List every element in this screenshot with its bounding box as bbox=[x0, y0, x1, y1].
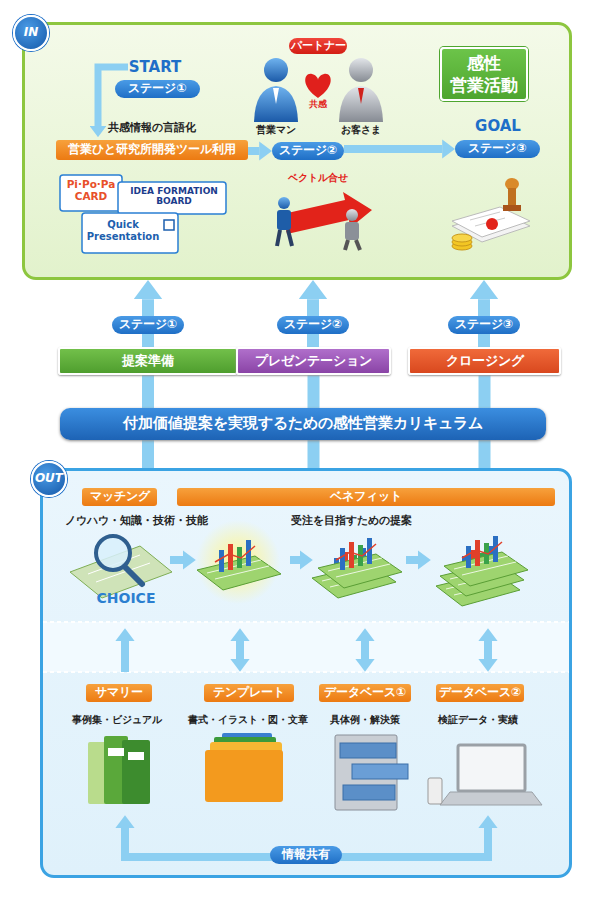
node-text: データベース① bbox=[324, 686, 406, 700]
node-text: データベース② bbox=[439, 686, 521, 700]
flow-arrow bbox=[478, 334, 490, 347]
node-text: ベネフィット bbox=[330, 490, 402, 504]
node-text: 提案準備 bbox=[122, 354, 174, 369]
text-label: 共感 bbox=[303, 99, 333, 109]
node-text: プレゼンテーション bbox=[255, 354, 372, 369]
stage-pill: ステージ② bbox=[272, 142, 344, 160]
category-bar: ベネフィット bbox=[177, 488, 555, 506]
node-text: マッチング bbox=[90, 490, 150, 504]
text-label: 具体例・解決策 bbox=[318, 714, 412, 726]
text-label: 書式・イラスト・図・文章 bbox=[180, 714, 316, 726]
node-text: ステージ② bbox=[284, 318, 342, 332]
goal-box: 感性 営業活動 bbox=[440, 47, 528, 101]
zone-badge: IN bbox=[13, 15, 49, 51]
stage-pill: ステージ③ bbox=[455, 140, 540, 158]
phase-band: クロージング bbox=[408, 347, 561, 375]
category-bar: データベース② bbox=[436, 684, 524, 702]
text-label: 共感情報の言語化 bbox=[92, 122, 212, 135]
category-bar: サマリー bbox=[86, 684, 152, 702]
zone-label: IN bbox=[24, 26, 39, 40]
flow-arrow bbox=[142, 334, 154, 347]
stage-pill: 情報共有 bbox=[270, 846, 342, 864]
node-text: クロージング bbox=[446, 354, 524, 369]
text-label: CHOICE bbox=[92, 590, 160, 606]
zone-box: OUTマッチングベネフィットサマリーテンプレートデータベース①データベース②情報… bbox=[40, 468, 572, 878]
text-label: 受注を目指すための提案 bbox=[278, 514, 424, 526]
node-text: パートナー bbox=[291, 40, 346, 53]
phase-band: 提案準備 bbox=[58, 347, 238, 375]
text-label: ベクトル合せ bbox=[280, 172, 356, 184]
node-text: 情報共有 bbox=[282, 848, 330, 862]
category-bar: マッチング bbox=[82, 488, 157, 506]
stage-pill: ステージ① bbox=[112, 316, 184, 334]
node-text: テンプレート bbox=[213, 686, 285, 700]
text-label: 事例集・ビジュアル bbox=[60, 714, 174, 726]
curriculum-band: 付加価値提案を実現するための感性営業カリキュラム bbox=[60, 408, 546, 440]
text-label: GOAL bbox=[468, 118, 528, 135]
text-label: Quick Presentation bbox=[84, 219, 162, 242]
node-text: 付加価値提案を実現するための感性営業カリキュラム bbox=[123, 415, 483, 432]
category-bar: 営業ひと研究所開発ツール利用 bbox=[56, 140, 248, 160]
stage-pill: ステージ① bbox=[115, 80, 200, 98]
node-text: ステージ③ bbox=[455, 318, 513, 332]
text-label: ノウハウ・知識・技術・技能 bbox=[56, 514, 216, 526]
stage-pill: ステージ③ bbox=[448, 316, 520, 334]
flow-arrow bbox=[307, 334, 319, 347]
text-label: IDEA FORMATION BOARD bbox=[125, 186, 223, 207]
flow-arrow bbox=[142, 299, 154, 316]
category-bar: データベース① bbox=[319, 684, 411, 702]
flow-arrow bbox=[478, 299, 490, 316]
node-text: 感性 営業活動 bbox=[442, 52, 526, 96]
text-label: Pi·Po·Pa CARD bbox=[61, 178, 121, 202]
node-text: ステージ① bbox=[119, 318, 177, 332]
text-label: 検証データ・実績 bbox=[428, 714, 528, 726]
node-text: ステージ① bbox=[128, 82, 186, 96]
node-text: 営業ひと研究所開発ツール利用 bbox=[68, 143, 236, 157]
flow-arrow bbox=[307, 299, 319, 316]
node-text: ステージ② bbox=[279, 144, 337, 158]
partner-pill: パートナー bbox=[289, 38, 347, 54]
text-label: 営業マン bbox=[248, 124, 304, 136]
phase-band: プレゼンテーション bbox=[236, 347, 391, 375]
node-text: サマリー bbox=[95, 686, 143, 700]
node-text: ステージ③ bbox=[468, 142, 526, 156]
category-bar: テンプレート bbox=[204, 684, 294, 702]
text-label: お客さま bbox=[333, 124, 389, 136]
text-label: START bbox=[125, 59, 185, 76]
zone-label: OUT bbox=[35, 472, 63, 486]
zone-badge: OUT bbox=[31, 461, 67, 497]
stage-pill: ステージ② bbox=[277, 316, 349, 334]
